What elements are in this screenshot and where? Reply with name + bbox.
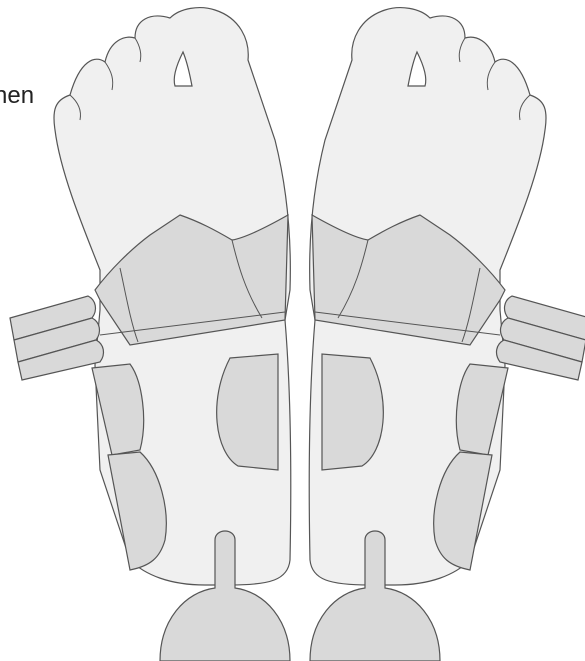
left-foot [10, 8, 291, 661]
right-foot [309, 8, 585, 661]
